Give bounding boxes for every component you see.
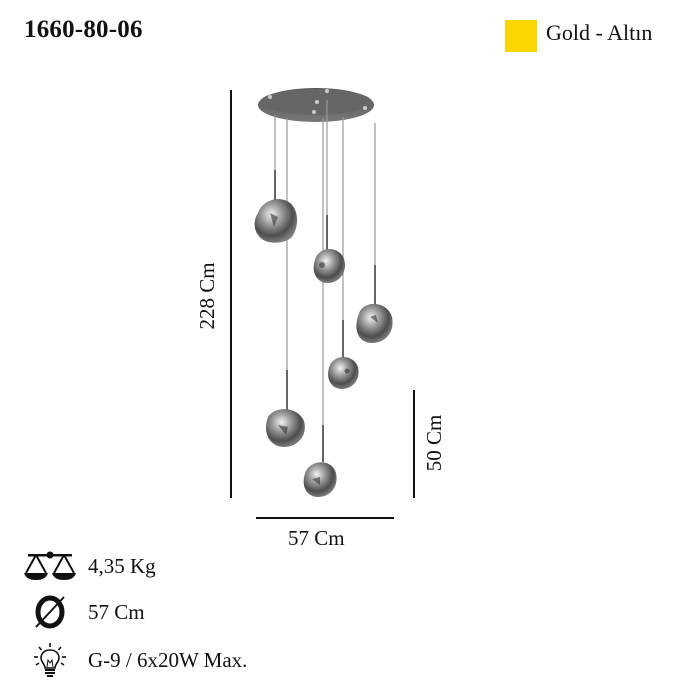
height-label: 228 Cm <box>195 262 219 330</box>
spec-weight-value: 4,35 Kg <box>88 553 156 578</box>
chandelier-drawing <box>254 88 393 497</box>
width-label: 57 Cm <box>288 526 345 550</box>
pendant-globe-4 <box>328 356 359 389</box>
drop-label: 50 Cm <box>422 414 446 472</box>
spec-bulb: G-9 / 6x20W Max. <box>20 642 247 678</box>
scale-icon <box>20 548 80 584</box>
spec-bulb-value: G-9 / 6x20W Max. <box>88 647 248 672</box>
lightbulb-icon <box>20 642 80 678</box>
height-dimension-line <box>230 90 232 498</box>
drop-dimension-line <box>413 390 415 498</box>
product-code: 1660-80-06 <box>24 16 143 43</box>
width-dimension-line <box>256 517 394 519</box>
diameter-icon <box>20 594 80 630</box>
spec-diameter-value: 57 Cm <box>88 599 145 624</box>
pendant-globe-6 <box>303 462 337 497</box>
pendant-globe-2 <box>313 248 346 283</box>
spec-diameter: 57 Cm <box>20 594 145 630</box>
chandelier-illustration <box>250 85 400 505</box>
spec-weight: 4,35 Kg <box>20 548 156 584</box>
pendant-globe-3 <box>356 303 393 343</box>
color-swatch <box>505 20 537 52</box>
color-label: Gold - Altın <box>546 20 653 45</box>
